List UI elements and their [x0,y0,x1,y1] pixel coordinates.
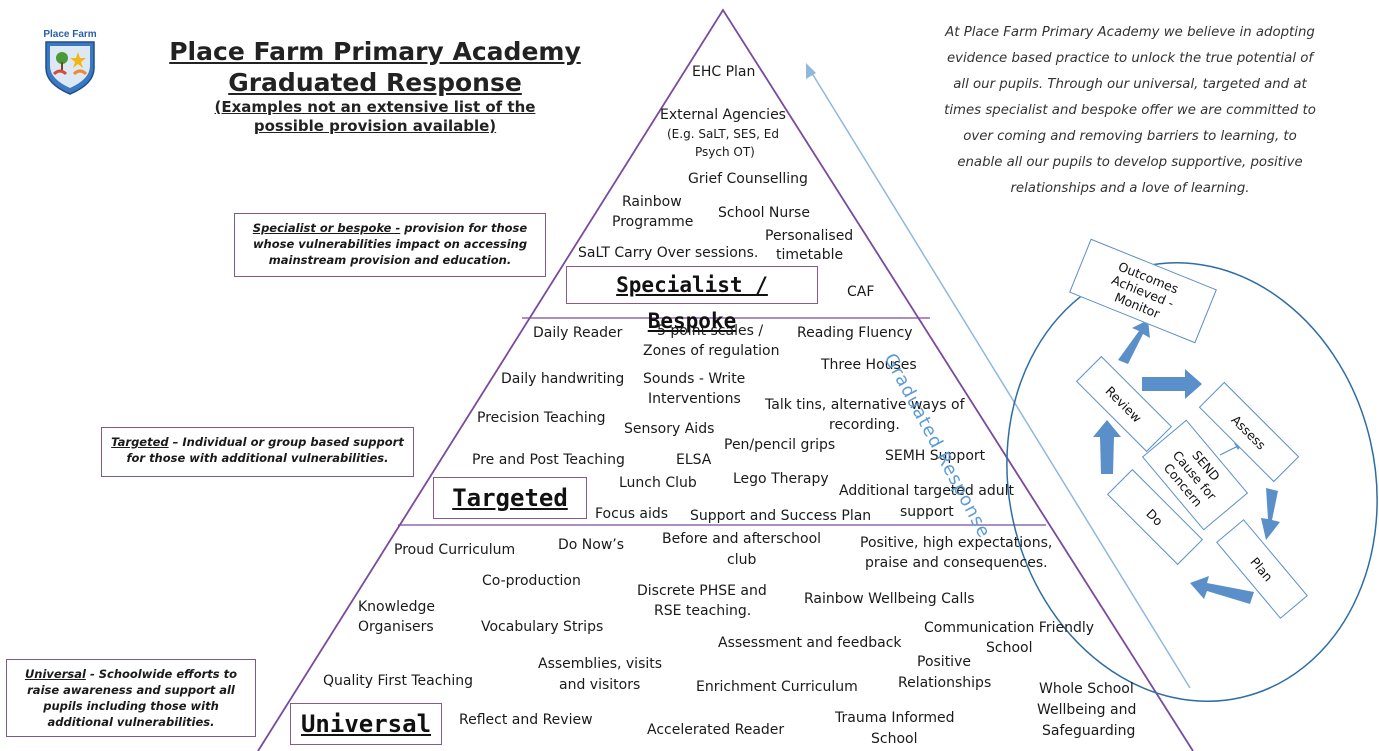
item-precision-teaching: Precision Teaching [477,410,606,426]
item-zones-regulation: Zones of regulation [643,343,780,359]
item-additional-targeted-support: support [900,504,954,520]
graduated-arrow-head [806,63,816,79]
item-assessment-feedback: Assessment and feedback [718,635,902,651]
school-logo: Place Farm [38,24,102,98]
item-talk-tins-recording: recording. [829,417,900,433]
definition-targeted-text: – Individual or group based support for … [126,435,404,465]
definition-targeted-key: Targeted [111,435,169,449]
item-positive: Positive [917,654,971,670]
item-positive-expectations: Positive, high expectations, [860,535,1053,551]
svg-text:Place Farm: Place Farm [43,29,96,40]
item-reflect-review: Reflect and Review [459,712,593,728]
item-communication-friendly: Communication Friendly [924,620,1095,636]
cycle-arrow-do-to-review [1093,420,1121,474]
item-caf: CAF [847,284,875,300]
item-lunch-club: Lunch Club [619,475,697,491]
definition-targeted: Targeted – Individual or group based sup… [101,427,414,477]
item-external-agencies: External Agencies [660,107,786,123]
item-discrete-phse: Discrete PHSE and [637,583,767,599]
item-pre-post-teaching: Pre and Post Teaching [472,452,625,468]
item-daily-reader: Daily Reader [533,325,623,341]
item-school-nurse: School Nurse [718,205,810,221]
item-wellbeing-and: Wellbeing and [1037,702,1137,718]
item-grief-counselling: Grief Counselling [688,171,808,187]
item-quality-first-teaching: Quality First Teaching [323,673,473,689]
page-subtitle-cont: possible provision available) [253,117,497,135]
item-talk-tins: Talk tins, alternative ways of [765,397,965,413]
item-before-afterschool: Before and afterschool [662,531,822,547]
item-relationships: Relationships [898,675,992,691]
page-title-sub: Graduated Response [228,68,522,97]
item-personalised-timetable: timetable [776,247,844,263]
item-reading-fluency: Reading Fluency [797,325,913,341]
item-personalised: Personalised [765,228,854,244]
page-title-block: Place Farm Primary Academy Graduated Res… [160,36,590,136]
item-accelerated-reader: Accelerated Reader [647,722,785,738]
item-daily-handwriting: Daily handwriting [501,371,625,387]
item-safeguarding: Safeguarding [1042,723,1136,739]
item-whole-school: Whole School [1039,681,1134,697]
cycle-do-label: Do [1143,505,1167,529]
definition-universal-key: Universal [24,667,86,681]
item-communication-school: School [986,640,1033,656]
item-rainbow-programme: Programme [612,214,694,230]
item-co-production: Co-production [482,573,581,589]
intro-statement: At Place Farm Primary Academy we believe… [944,25,1316,196]
cycle-plan-label: Plan [1247,553,1277,585]
definition-specialist-text: provision for those whose vulnerabilitie… [252,221,528,267]
item-trauma-informed-school: School [871,731,918,747]
item-visitors: and visitors [559,677,641,693]
cycle-arrow-review-to-outcomes [1118,320,1150,364]
item-rse-teaching: RSE teaching. [654,603,752,619]
graduated-arrow-line [809,69,1191,689]
item-rainbow-wellbeing-calls: Rainbow Wellbeing Calls [804,591,975,607]
item-do-nows: Do Now’s [558,537,625,553]
pyramid-outline [257,8,1194,751]
item-external-agencies-eg: (E.g. SaLT, SES, Ed [667,127,779,141]
item-external-agencies-psych: Psych OT) [695,145,755,159]
level-universal: Universal [290,703,442,745]
item-five-point-scales: 5 point scales / [657,323,764,339]
item-sounds-write: Sounds - Write [643,371,746,387]
definition-specialist: Specialist or bespoke - provision for th… [234,213,546,277]
item-ehc-plan: EHC Plan [692,64,756,80]
item-support-success-plan: Support and Success Plan [690,508,872,524]
cycle-arrow-review-to-assess [1142,369,1202,399]
definition-universal: Universal - Schoolwide efforts to raise … [6,659,256,737]
item-rainbow: Rainbow [622,194,682,210]
item-additional-targeted: Additional targeted adult [839,483,1014,499]
level-targeted: Targeted [433,477,587,519]
page-title: Place Farm Primary Academy [169,37,581,66]
item-trauma-informed: Trauma Informed [835,710,955,726]
item-assemblies: Assemblies, visits [538,656,663,672]
item-enrichment-curriculum: Enrichment Curriculum [696,679,858,695]
item-knowledge: Knowledge [358,599,435,615]
definition-specialist-key: Specialist or bespoke - [252,221,401,235]
item-vocabulary-strips: Vocabulary Strips [481,619,604,635]
item-pen-pencil-grips: Pen/pencil grips [724,437,836,453]
item-praise-consequences: praise and consequences. [865,555,1048,571]
item-before-afterschool-club: club [727,552,757,568]
item-focus-aids: Focus aids [595,506,669,522]
item-sensory-aids: Sensory Aids [624,421,715,437]
page-subtitle: (Examples not an extensive list of the [214,98,536,116]
item-lego-therapy: Lego Therapy [733,471,829,487]
definition-universal-text: - Schoolwide efforts to raise awareness … [27,667,238,729]
cycle-arrow-assess-to-plan [1261,488,1280,540]
item-three-houses: Three Houses [821,357,917,373]
item-knowledge-organisers: Organisers [358,619,434,635]
item-semh-support: SEMH Support [885,448,986,464]
item-elsa: ELSA [676,452,712,468]
item-salt-carry-over: SaLT Carry Over sessions. [578,245,759,261]
item-sounds-write-interventions: Interventions [648,391,741,407]
item-proud-curriculum: Proud Curriculum [394,542,516,558]
cycle-arrow-plan-to-do [1190,576,1254,604]
level-specialist: Specialist / Bespoke [566,266,818,333]
